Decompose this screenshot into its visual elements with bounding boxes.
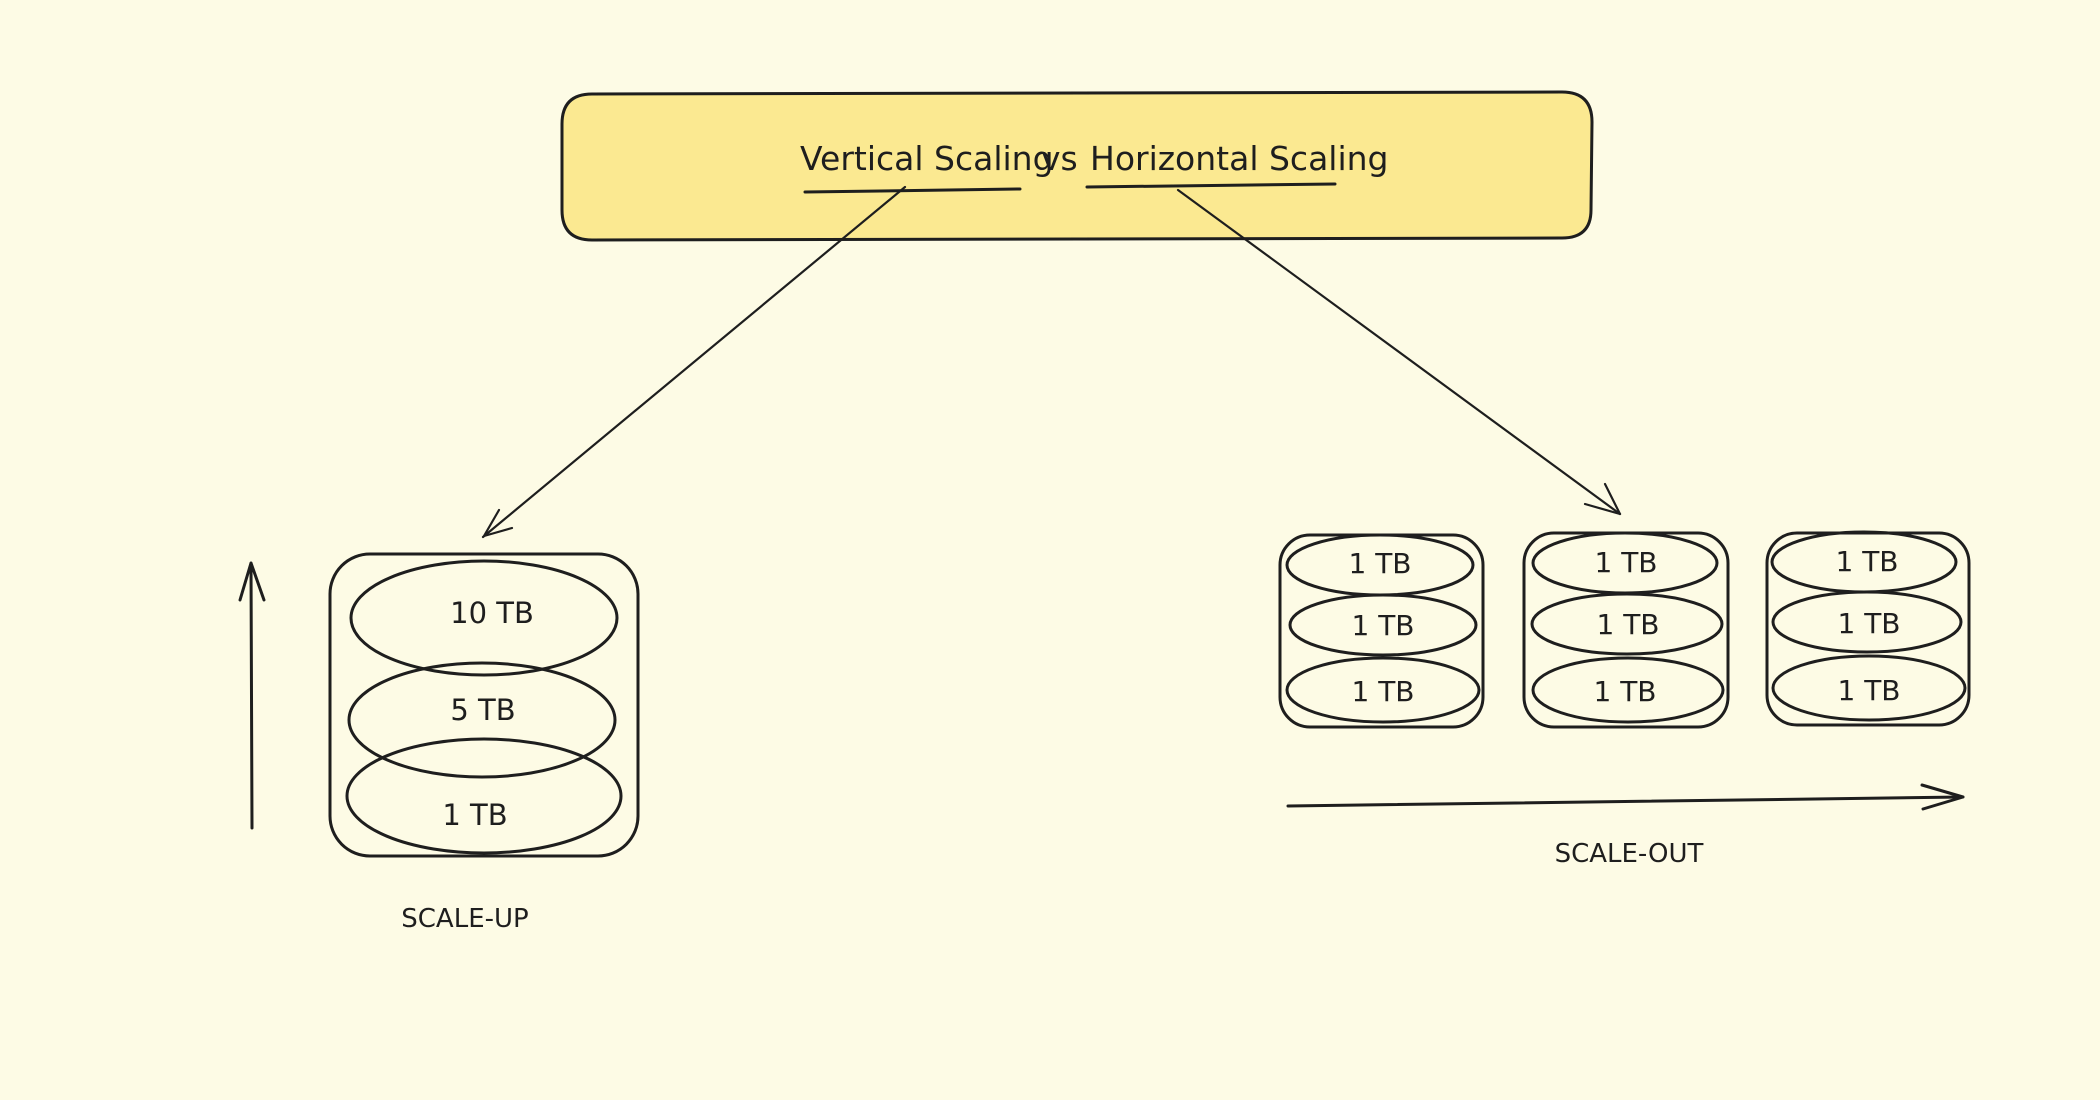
node-2-disk-2: 1 TB bbox=[1596, 608, 1659, 641]
title-left-underline bbox=[803, 187, 1022, 194]
scale-out-arrow bbox=[1286, 783, 1965, 811]
title-box-outline bbox=[560, 90, 1594, 242]
node-3-disk-2: 1 TB bbox=[1837, 607, 1900, 640]
title-right-text: Horizontal Scaling bbox=[1090, 139, 1389, 178]
title-right-underline bbox=[1085, 182, 1337, 189]
disk-label-1tb: 1 TB bbox=[442, 798, 507, 832]
scale-out-node-1: 1 TB 1 TB 1 TB bbox=[1278, 533, 1485, 729]
node-1-disk-2: 1 TB bbox=[1351, 609, 1414, 642]
disk-label-10tb: 10 TB bbox=[450, 596, 534, 630]
node-3-disk-1: 1 TB bbox=[1835, 545, 1898, 578]
disk-10tb bbox=[349, 559, 619, 677]
title-box: Vertical Scaling vs Horizontal Scaling bbox=[560, 90, 1594, 242]
title-left-text: Vertical Scaling bbox=[800, 139, 1054, 178]
scale-up-node: 10 TB 5 TB 1 TB bbox=[328, 552, 640, 858]
scale-up-arrow bbox=[238, 561, 266, 830]
arrow-to-scale-out bbox=[1176, 188, 1622, 516]
disk-5tb bbox=[347, 661, 617, 779]
scale-out-caption: SCALE-OUT bbox=[1555, 839, 1704, 869]
node-1-disk-1: 1 TB bbox=[1348, 547, 1411, 580]
disk-1tb bbox=[345, 737, 623, 855]
node-2-disk-3: 1 TB bbox=[1593, 675, 1656, 708]
title-vs-text: vs bbox=[1041, 139, 1078, 178]
scale-up-node-frame bbox=[328, 552, 640, 858]
scale-out-node-3: 1 TB 1 TB 1 TB bbox=[1765, 530, 1971, 727]
arrow-to-scale-up bbox=[481, 185, 907, 539]
node-3-disk-3: 1 TB bbox=[1837, 674, 1900, 707]
node-1-disk-3: 1 TB bbox=[1351, 675, 1414, 708]
disk-label-5tb: 5 TB bbox=[450, 693, 515, 727]
scale-out-node-2: 1 TB 1 TB 1 TB bbox=[1522, 531, 1730, 729]
scale-up-caption: SCALE-UP bbox=[401, 904, 528, 934]
node-2-disk-1: 1 TB bbox=[1594, 546, 1657, 579]
